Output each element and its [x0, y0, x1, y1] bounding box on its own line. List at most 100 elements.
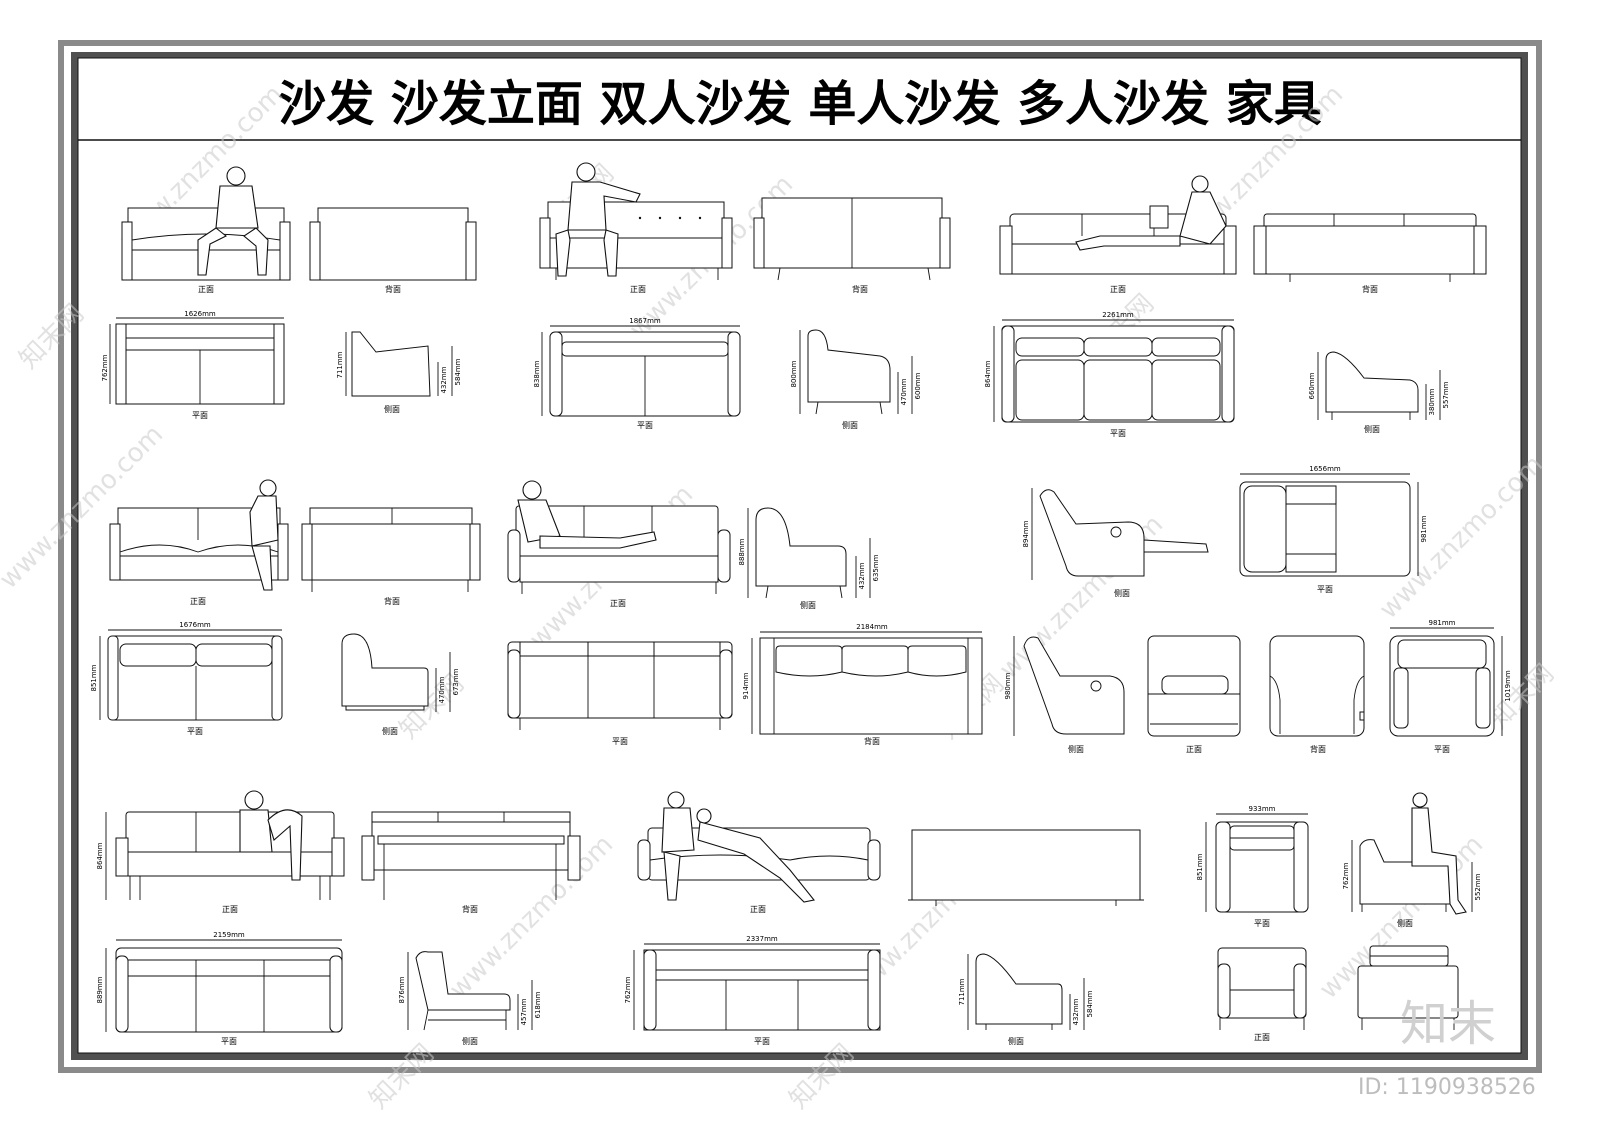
leg — [927, 267, 931, 281]
back-view: 背面 — [301, 507, 481, 606]
person-leg — [267, 809, 303, 881]
back-cushion — [907, 645, 967, 677]
image-id: ID: 1190938526 — [1358, 1075, 1536, 1100]
view-label: 正面 — [222, 905, 238, 914]
armchair-side: 762mm 552mm 侧面 — [1342, 792, 1482, 928]
recliner-side: 980mm 侧面 — [1004, 636, 1125, 754]
side-view: 800mm 470mm 600mm 侧面 — [790, 329, 922, 430]
person-head — [226, 166, 246, 186]
armchair-set: 933mm 851mm 平面 762mm 552mm 侧面 正面 — [1196, 792, 1482, 1042]
arm — [329, 955, 343, 1033]
armrest — [999, 225, 1013, 275]
arm — [1001, 325, 1015, 423]
view-label: 正面 — [198, 285, 214, 294]
dim-seat: 470mm — [900, 378, 908, 405]
armrest — [331, 837, 345, 877]
arm — [1217, 963, 1231, 1019]
chair-body — [1357, 965, 1459, 1019]
person-leg — [243, 227, 269, 276]
back-cushion — [561, 341, 729, 357]
view-label: 背面 — [864, 736, 880, 746]
sofa-back — [317, 207, 469, 281]
side-profile — [807, 329, 891, 403]
lever — [1110, 526, 1122, 538]
person-torso — [567, 181, 641, 231]
logo-text: 知末 — [1400, 996, 1496, 1052]
side-view: 876mm 457mm 618mm 侧面 — [398, 951, 542, 1046]
leg — [815, 401, 819, 415]
chair-outline — [1217, 947, 1307, 1019]
armrest — [507, 529, 521, 583]
dim-depth: 1019mm — [1504, 670, 1512, 702]
back — [1243, 485, 1287, 573]
person-leg — [555, 229, 571, 277]
view-label: 正面 — [1110, 285, 1126, 294]
view-label: 正面 — [1186, 745, 1202, 754]
dim-height: 876mm — [398, 976, 406, 1003]
arm — [1285, 485, 1337, 505]
person-torso — [1179, 191, 1227, 245]
dim-depth: 889mm — [96, 976, 104, 1003]
button-tuft — [678, 216, 682, 220]
person-leg — [663, 851, 681, 901]
person-torso — [239, 809, 273, 853]
back-view — [908, 829, 1144, 906]
sofa-set-3: 正面 背面 2261mm 864mm 平面 — [984, 175, 1487, 438]
dim-width: 1656mm — [1309, 465, 1341, 473]
view-label: 背面 — [384, 596, 400, 606]
arm — [107, 635, 119, 721]
sofa-set-1: 正面 背面 1626mm 762mm 平面 711mm 432mm — [101, 166, 477, 420]
base-rail — [345, 705, 425, 711]
cushion-line — [649, 854, 869, 861]
side-view: 888mm 432mm 635mm 侧面 — [738, 507, 880, 610]
view-label: 侧面 — [800, 600, 816, 610]
armrest — [279, 221, 291, 281]
side-profile — [351, 331, 431, 397]
footrest — [1143, 539, 1209, 553]
back-view: 2184mm 914mm 背面 — [742, 623, 983, 746]
dim-seat: 432mm — [440, 366, 448, 393]
dim-depth: 981mm — [1420, 515, 1428, 542]
dim-height: 864mm — [96, 842, 104, 869]
sofa-back — [911, 829, 1141, 901]
dim-seat: 380mm — [1428, 388, 1436, 415]
dim-seat: 457mm — [520, 998, 528, 1025]
person-legs — [1075, 235, 1181, 251]
view-label: 背面 — [1310, 744, 1326, 754]
armrest — [539, 217, 551, 269]
view-label: 侧面 — [384, 404, 400, 414]
dim-height: 894mm — [1022, 520, 1030, 547]
back-cushion — [519, 641, 589, 657]
arm — [115, 955, 129, 1033]
dim-height: 660mm — [1308, 372, 1316, 399]
side-view: 711mm 432mm 584mm 侧面 — [958, 953, 1094, 1046]
view-label: 侧面 — [1397, 918, 1413, 928]
back-view: 背面 — [753, 197, 951, 294]
arm — [1285, 553, 1337, 573]
view-label: 背面 — [1362, 284, 1378, 294]
arm — [1393, 667, 1409, 729]
back — [1397, 639, 1487, 669]
plan-view: 平面 — [507, 641, 733, 746]
view-label: 平面 — [754, 1037, 770, 1046]
recliner-profile — [1039, 489, 1145, 577]
view-label: 正面 — [190, 597, 206, 606]
dim-seat: 432mm — [1072, 998, 1080, 1025]
dim-width: 1626mm — [184, 310, 216, 318]
leg — [777, 267, 781, 281]
tag — [1359, 711, 1365, 721]
dim-seat: 470mm — [438, 676, 446, 703]
view-label: 侧面 — [842, 420, 858, 430]
dim-arm: 584mm — [1086, 990, 1094, 1017]
front-view: 正面 — [539, 162, 733, 294]
back-view: 背面 — [309, 207, 477, 294]
back-cushion — [1083, 337, 1153, 357]
person-leg — [251, 545, 273, 591]
dim-height: 800mm — [790, 360, 798, 387]
dim-width: 2261mm — [1102, 311, 1134, 319]
seat — [127, 851, 333, 877]
front-view: 正面 — [507, 480, 731, 608]
seat — [519, 555, 719, 583]
view-label: 平面 — [1254, 919, 1270, 928]
armrest — [115, 837, 129, 877]
